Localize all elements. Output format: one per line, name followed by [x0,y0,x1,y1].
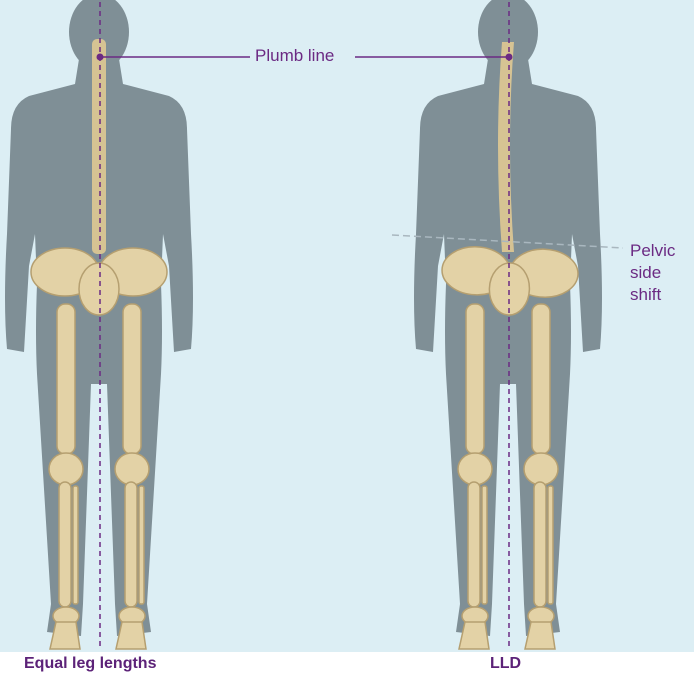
left-figure [5,0,193,649]
left-spine [92,39,106,254]
right-figure [414,0,602,649]
pelvic-label-line-3: shift [630,284,675,306]
plumb-line-label: Plumb line [255,46,334,66]
pelvic-side-shift-label: Pelvic side shift [630,240,675,306]
caption-lld: LLD [490,655,521,673]
pelvic-label-line-1: Pelvic [630,240,675,262]
left-plumb-dot [97,54,104,61]
pelvic-label-line-2: side [630,262,675,284]
skeleton-illustration [0,0,694,652]
caption-equal-leg-lengths: Equal leg lengths [24,655,156,673]
right-plumb-dot [506,54,513,61]
